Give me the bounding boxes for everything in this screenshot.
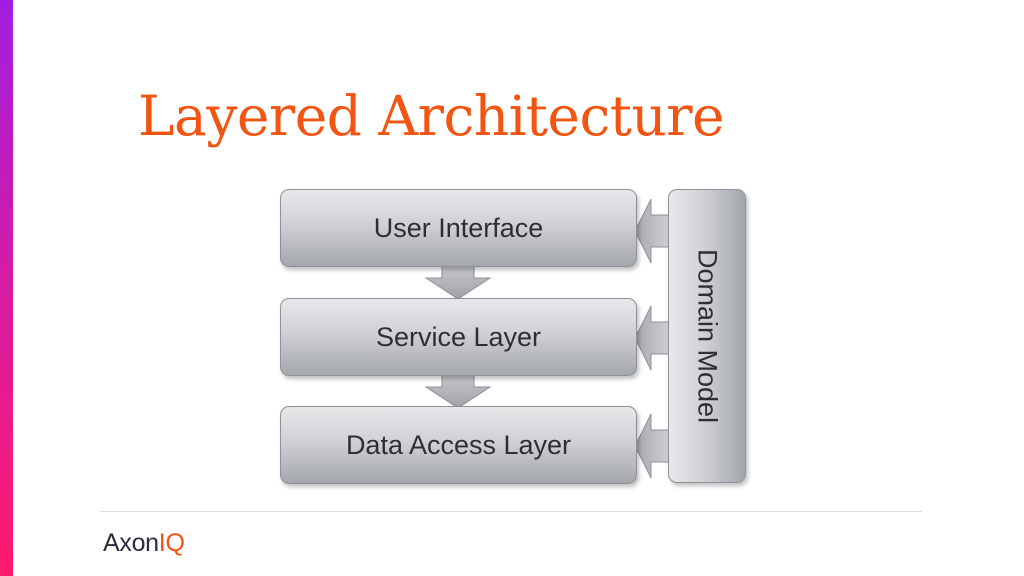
logo-text-accent: IQ — [158, 529, 185, 557]
domain-model-label: Domain Model — [692, 248, 723, 424]
layer-label: Data Access Layer — [345, 429, 572, 460]
domain-model-box: Domain Model — [668, 189, 746, 483]
down-arrow-2 — [424, 373, 492, 409]
service-layer: Service Layer — [280, 298, 637, 376]
left-arrow-3 — [634, 413, 671, 479]
left-arrow-2 — [634, 305, 671, 371]
layer-label: User Interface — [373, 212, 544, 243]
user-interface-layer: User Interface — [280, 189, 637, 267]
down-arrow-1 — [424, 264, 492, 300]
slide-title: Layered Architecture — [138, 84, 725, 148]
footer-divider — [100, 511, 922, 512]
layer-label: Service Layer — [375, 321, 542, 352]
accent-bar — [0, 0, 13, 576]
architecture-diagram: User Interface Service Layer Data Access… — [270, 180, 760, 495]
logo-text-main: Axon — [103, 529, 159, 557]
data-access-layer: Data Access Layer — [280, 406, 637, 484]
left-arrow-1 — [634, 198, 671, 264]
